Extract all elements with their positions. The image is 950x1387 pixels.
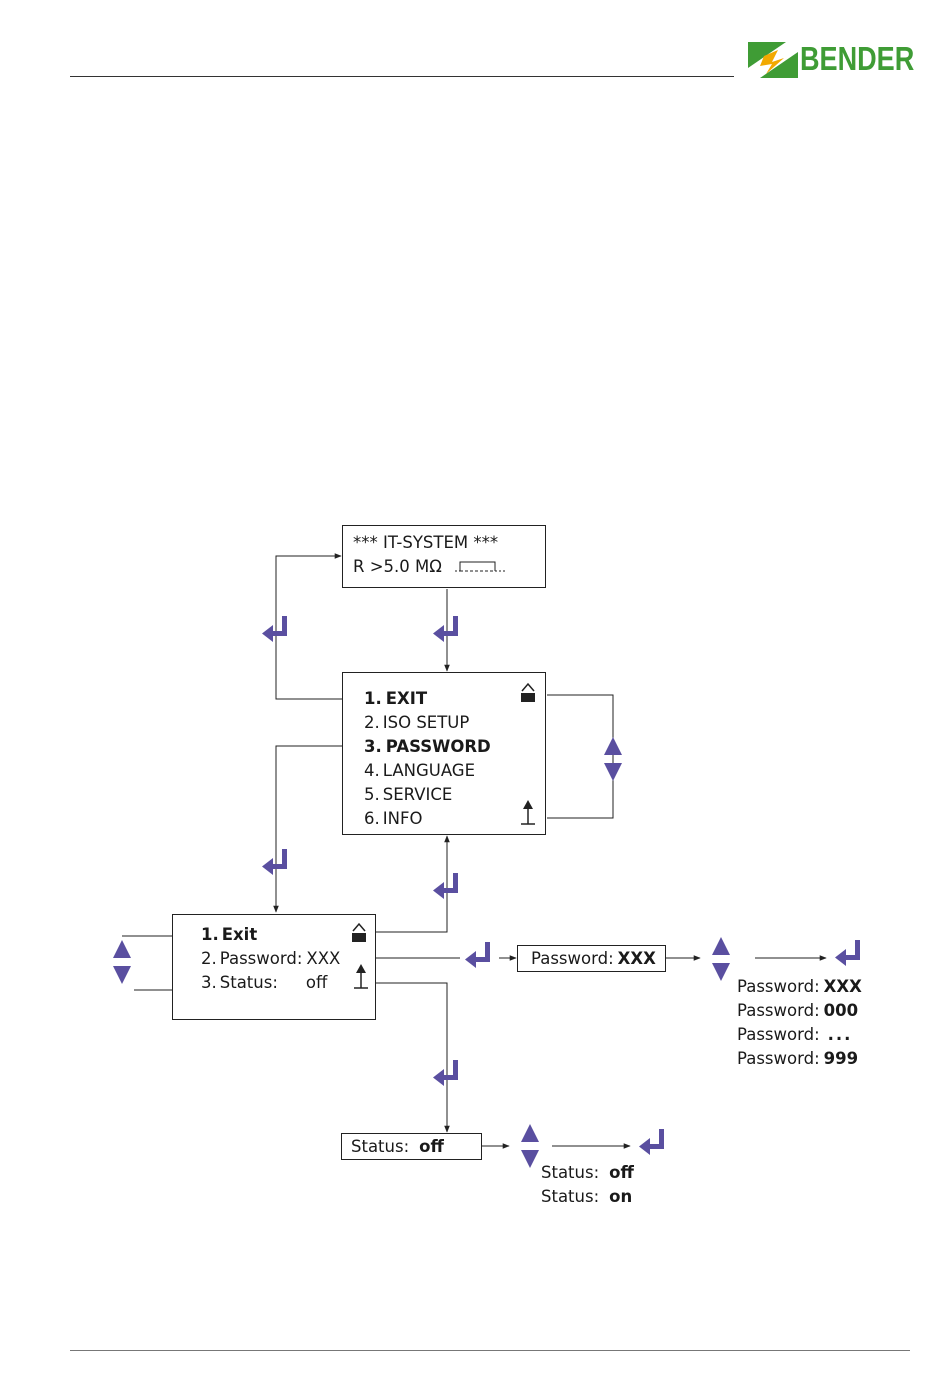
- password-entry-display: Password:XXX: [517, 945, 666, 972]
- lock-open-icon: [350, 921, 368, 943]
- password-submenu-display: 1.Exit 2.Password:XXX 3.Status:off: [172, 914, 376, 1020]
- menu-item-iso-setup[interactable]: 2.ISO SETUP: [364, 713, 469, 733]
- main-menu-display: 1.EXIT 2.ISO SETUP 3.PASSWORD 4.LANGUAGE…: [342, 672, 546, 835]
- password-option: Password:...: [737, 1025, 852, 1045]
- display-line-1: *** IT-SYSTEM ***: [353, 533, 498, 553]
- display-line-2: R >5.0 MΩ: [353, 557, 442, 577]
- enter-key-icon: [433, 616, 458, 642]
- enter-key-icon: [465, 942, 490, 968]
- status-option: Status:on: [541, 1187, 632, 1207]
- up-down-arrows-icon: [521, 1124, 539, 1168]
- password-option: Password:000: [737, 1001, 858, 1021]
- lock-open-icon: [519, 681, 537, 703]
- password-option: Password:XXX: [737, 977, 862, 997]
- status-entry-display: Status:off: [341, 1133, 482, 1160]
- enter-key-icon: [433, 873, 458, 899]
- standard-display: *** IT-SYSTEM *** R >5.0 MΩ: [342, 525, 546, 588]
- menu-item-info[interactable]: 6.INFO: [364, 809, 422, 829]
- up-down-arrows-icon: [712, 937, 730, 981]
- submenu-item-exit[interactable]: 1.Exit: [201, 925, 257, 945]
- up-down-arrows-icon: [113, 940, 131, 984]
- enter-key-icon: [262, 616, 287, 642]
- enter-key-icon: [433, 1060, 458, 1086]
- menu-item-exit[interactable]: 1.EXIT: [364, 689, 427, 709]
- password-entry-text[interactable]: Password:XXX: [531, 949, 656, 969]
- enter-key-icon: [262, 849, 287, 875]
- level-up-icon: [353, 964, 369, 990]
- menu-item-language[interactable]: 4.LANGUAGE: [364, 761, 475, 781]
- enter-key-icon: [835, 940, 860, 966]
- submenu-item-password[interactable]: 2.Password:XXX: [201, 949, 340, 969]
- submenu-item-status[interactable]: 3.Status:off: [201, 973, 327, 993]
- password-option: Password:999: [737, 1049, 858, 1069]
- level-up-icon: [520, 800, 536, 826]
- menu-item-password[interactable]: 3.PASSWORD: [364, 737, 491, 757]
- status-entry-text[interactable]: Status:off: [351, 1137, 444, 1157]
- menu-item-service[interactable]: 5.SERVICE: [364, 785, 452, 805]
- enter-key-icon: [639, 1129, 664, 1155]
- status-option: Status:off: [541, 1163, 634, 1183]
- footer-rule: [70, 1350, 910, 1351]
- resistance-bar-icon: [455, 559, 507, 575]
